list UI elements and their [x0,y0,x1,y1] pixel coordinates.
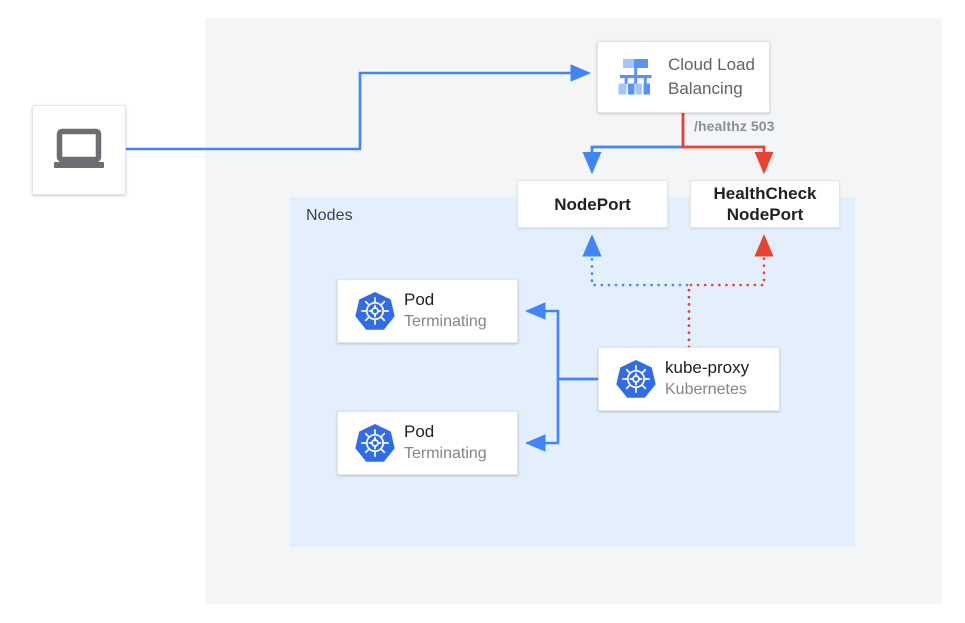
kubernetes-icon [346,290,404,332]
pod-2-text: Pod Terminating [404,421,487,465]
pod-1-subtitle: Terminating [404,313,487,330]
client-node[interactable] [32,105,126,195]
healthz-edge-label: /healthz 503 [694,118,775,134]
kube-proxy-node[interactable]: kube-proxy Kubernetes [598,347,780,411]
pod-1-title: Pod [404,290,435,309]
pod-2-title: Pod [404,422,435,441]
nodeport-label: NodePort [554,194,631,214]
nodes-panel-label: Nodes [306,207,353,224]
nodeport-node[interactable]: NodePort [517,180,668,228]
cloud-load-balancing-text: Cloud Load Balancing [668,53,755,101]
healthcheck-nodeport-label: HealthCheck NodePort [714,183,817,225]
healthcheck-nodeport-label-line1: HealthCheck [713,184,817,203]
kube-proxy-title: kube-proxy [665,358,750,377]
cloud-load-balancing-title: Cloud Load [668,55,755,74]
cloud-load-balancing-node[interactable]: Cloud Load Balancing [597,41,770,113]
kubernetes-icon [346,422,404,464]
kube-proxy-text: kube-proxy Kubernetes [665,357,749,401]
laptop-icon [51,126,107,174]
kubernetes-icon [607,358,665,400]
pod-1-node[interactable]: Pod Terminating [337,279,518,343]
pod-2-subtitle: Terminating [404,445,487,462]
cloud-load-balancing-title-line2: Balancing [668,79,743,98]
cloud-load-balancing-icon [604,56,668,98]
pod-2-node[interactable]: Pod Terminating [337,411,518,475]
kube-proxy-subtitle: Kubernetes [665,381,747,398]
pod-1-text: Pod Terminating [404,289,487,333]
healthcheck-nodeport-node[interactable]: HealthCheck NodePort [690,180,840,228]
healthcheck-nodeport-label-line2: NodePort [726,205,804,224]
